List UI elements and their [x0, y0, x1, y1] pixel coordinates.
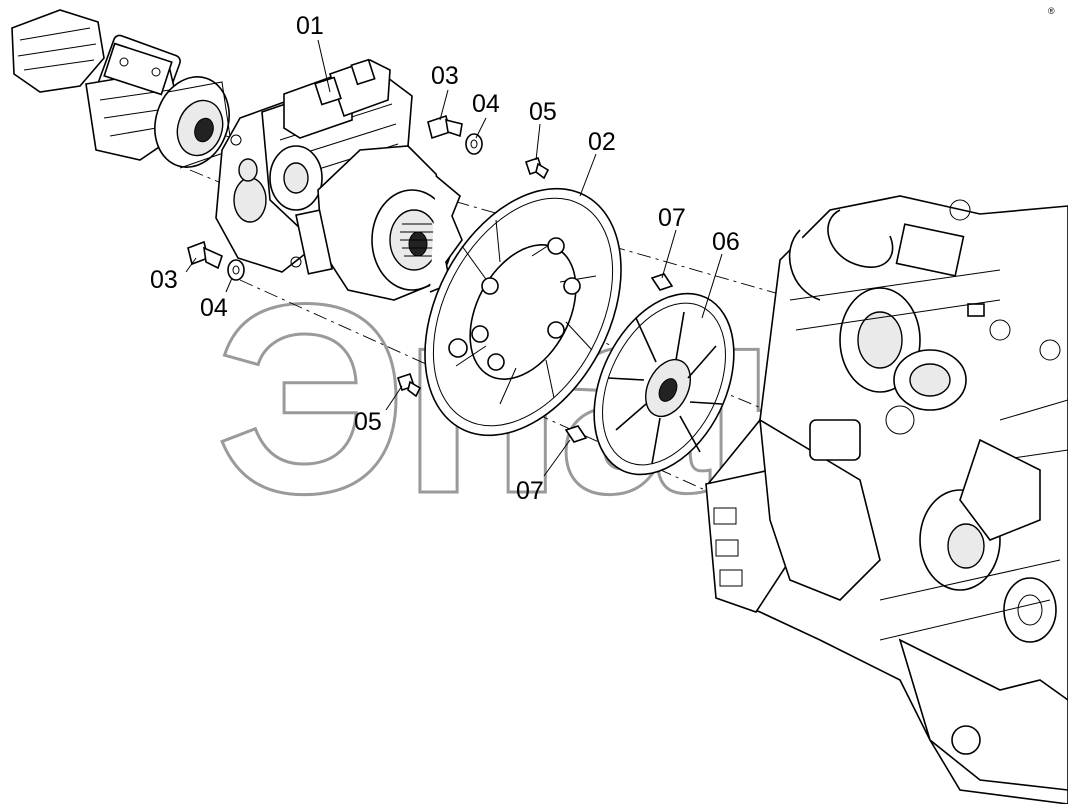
leader-lines [185, 39, 723, 477]
pin-07-upper [650, 273, 674, 291]
callout-01: 01 [296, 12, 324, 40]
bolt-03-lower [187, 240, 223, 270]
engine-assembly [705, 195, 1068, 804]
callout-02: 02 [588, 128, 616, 156]
callout-07-upper: 07 [658, 204, 686, 232]
callout-03-upper: 03 [431, 62, 459, 90]
callout-06: 06 [712, 228, 740, 256]
callout-07-lower: 07 [516, 477, 544, 505]
main-pump-01 [215, 58, 463, 301]
callout-05-upper: 05 [529, 98, 557, 126]
callout-04-lower: 04 [200, 294, 228, 322]
washer-04-upper [465, 133, 483, 155]
pin-07-lower [564, 425, 588, 443]
callout-labels: 01 02 03 04 05 03 04 05 07 06 07 [150, 12, 740, 505]
bolt-05-upper [524, 156, 550, 180]
flywheel-housing-02 [424, 187, 622, 437]
pump-flange [154, 76, 233, 169]
bolt-03-upper [427, 114, 463, 140]
callout-04-upper: 04 [472, 90, 500, 118]
callout-05-lower: 05 [354, 408, 382, 436]
corner-mark: ® [1048, 6, 1055, 16]
callout-03-lower: 03 [150, 266, 178, 294]
washer-04-lower [227, 259, 245, 281]
coupling-06 [593, 292, 735, 476]
